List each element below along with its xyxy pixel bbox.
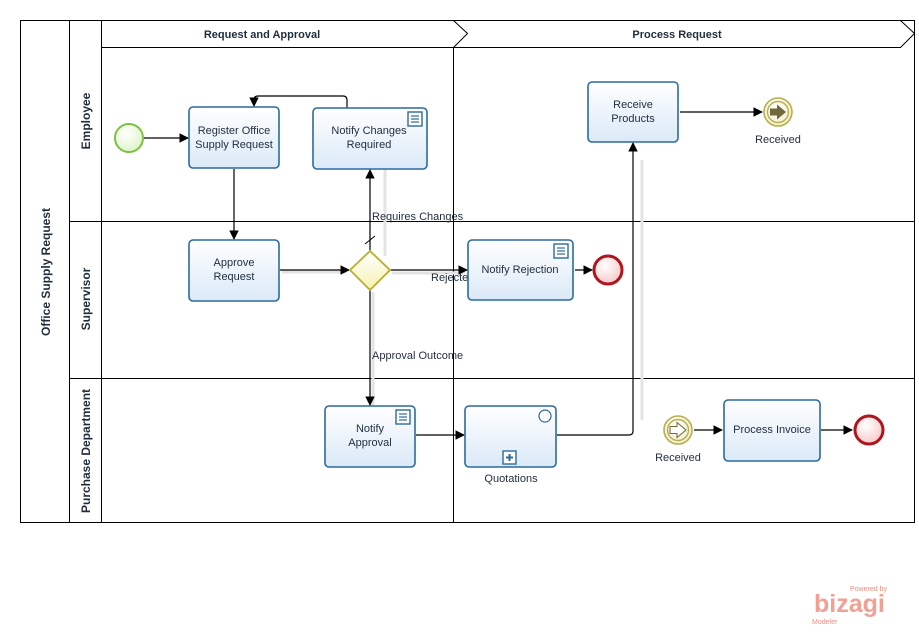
task-label-line: Required — [347, 139, 392, 151]
exclusive-gateway[interactable] — [348, 249, 392, 292]
script-task-icon — [395, 409, 411, 425]
phase-label-process-request: Process Request — [632, 29, 722, 41]
task-label: Process Invoice — [733, 424, 811, 436]
task-notify-rejection[interactable]: Notify Rejection — [467, 239, 574, 301]
start-event[interactable] — [114, 123, 144, 153]
task-notify-changes-required[interactable]: Notify Changes Required — [312, 107, 428, 170]
end-event-rejection[interactable] — [592, 254, 624, 286]
end-event-invoice[interactable] — [853, 414, 885, 446]
task-notify-approval[interactable]: Notify Approval — [324, 405, 416, 468]
task-register-office-supply-request[interactable]: Register Office Supply Request — [188, 106, 280, 169]
task-label: Notify Rejection — [481, 264, 558, 276]
task-label-line: Approval — [348, 437, 391, 449]
script-task-icon — [407, 111, 423, 127]
flow-label-rejected: Rejected — [431, 272, 474, 284]
arrow-right-outline-icon — [669, 421, 687, 439]
task-approve-request[interactable]: Approve Request — [188, 239, 280, 302]
watermark-product: Modeler — [812, 619, 838, 626]
intermediate-event-received-throw[interactable] — [763, 97, 793, 127]
task-label-line: Approve — [214, 257, 255, 269]
intermediate-event-received-catch[interactable] — [663, 415, 693, 445]
subprocess-quotations[interactable] — [464, 405, 557, 468]
lane-label-employee: Employee — [79, 92, 93, 149]
task-label-line: Supply Request — [195, 139, 273, 151]
phase-label-request-approval: Request and Approval — [204, 29, 320, 41]
task-process-invoice[interactable]: Process Invoice — [723, 399, 821, 462]
timer-start-icon — [538, 409, 552, 423]
flow-notify-changes-to-register — [249, 95, 348, 108]
lane-label-purchase-department: Purchase Department — [79, 389, 93, 513]
script-task-icon — [553, 243, 569, 259]
expand-plus-icon — [502, 450, 517, 465]
task-label-line: Notify Changes — [331, 125, 407, 137]
flow-shadows — [282, 160, 644, 420]
lane-label-supervisor: Supervisor — [79, 267, 93, 330]
sequence-flows — [144, 95, 853, 440]
flow-quotations-to-receive — [557, 142, 638, 436]
task-receive-products[interactable]: Receive Products — [587, 81, 679, 143]
pool-title: Office Supply Request — [39, 208, 53, 336]
task-label-line: Request — [214, 271, 255, 283]
flow-label-approval-outcome: Approval Outcome — [372, 350, 463, 362]
arrow-right-icon — [770, 104, 786, 120]
task-label-line: Receive — [613, 99, 653, 111]
watermark-powered-by: Powered by — [850, 586, 887, 593]
task-label-line: Products — [611, 113, 655, 125]
flow-label-requires-changes: Requires Changes — [372, 211, 464, 223]
watermark-brand: bizagi — [814, 590, 885, 618]
task-label-line: Notify — [356, 423, 385, 435]
event-label: Received — [755, 134, 801, 146]
subprocess-label: Quotations — [484, 473, 538, 485]
event-label: Received — [655, 452, 701, 464]
bizagi-watermark: Powered by bizagi Modeler — [812, 586, 887, 626]
task-label-line: Register Office — [198, 125, 271, 137]
